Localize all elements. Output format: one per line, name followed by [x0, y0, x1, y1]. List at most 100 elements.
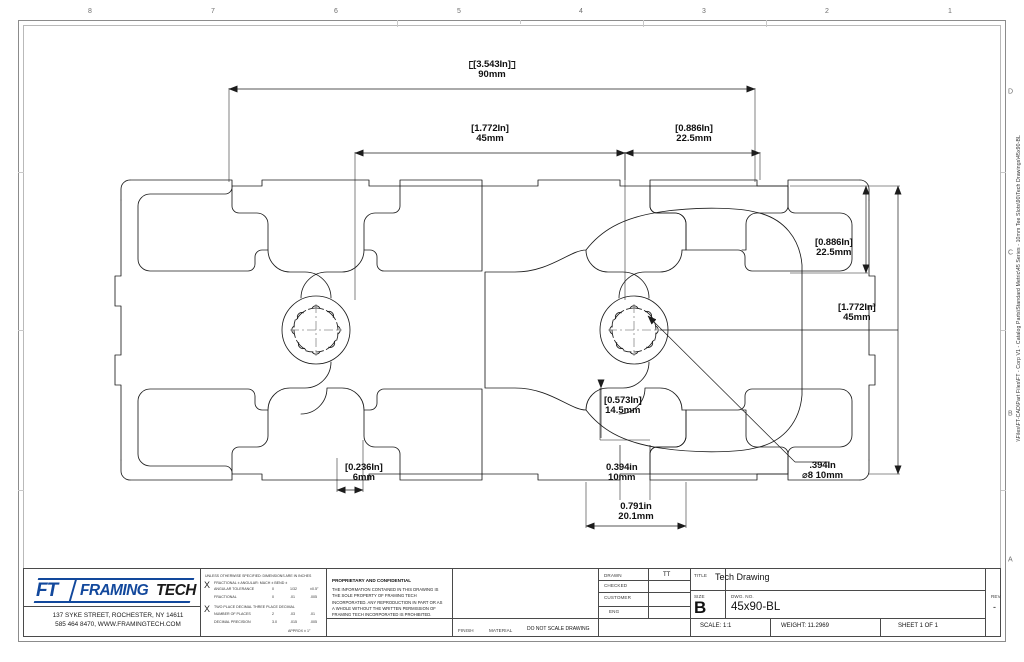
proprietary-title: PROPRIETARY AND CONFIDENTIAL [332, 578, 412, 583]
title-block-divider [23, 606, 200, 607]
border-mark-top-5: 5 [457, 8, 461, 15]
dimension-overall-height: [1.772In] 45mm [838, 302, 876, 324]
border-tick [18, 172, 24, 173]
title-block-divider [200, 568, 201, 637]
logo-framing-text: FRAMING [80, 582, 149, 599]
border-mark-top-2: 2 [825, 8, 829, 15]
border-mark-right-c: C [1008, 249, 1014, 257]
tolerance-row-3-c1: 2 [272, 612, 274, 616]
drawn-label: DRAWN [604, 573, 622, 578]
title-block-divider [326, 618, 598, 619]
logo-bar-bottom [33, 601, 191, 603]
title-label: TITLE [694, 573, 708, 578]
dimension-wall-thickness: [0.236In] 6mm [345, 462, 383, 484]
border-mark-top-7: 7 [211, 8, 215, 15]
border-tick [397, 20, 398, 27]
border-mark-top-6: 6 [334, 8, 338, 15]
company-logo: FT FRAMING TECH [33, 578, 196, 604]
size-value: B [694, 598, 707, 617]
size-label: SIZE [694, 594, 705, 599]
proprietary-body: THE INFORMATION CONTAINED IN THIS DRAWIN… [332, 587, 443, 618]
tolerance-x-mark-2: X [204, 604, 211, 614]
border-tick [18, 490, 24, 491]
file-path-text: \\Files\FT-CAD\Part Files\FT - Corp V1 -… [1016, 135, 1022, 442]
tolerance-row-1-c2: 1/32 [290, 587, 297, 591]
border-tick [1001, 490, 1006, 491]
customer-label: CUSTOMER [604, 595, 632, 600]
tolerance-heading: UNLESS OTHERWISE SPECIFIED: DIMENSIONS A… [205, 574, 312, 578]
border-tick [643, 20, 644, 27]
title-block-divider [598, 618, 985, 619]
border-mark-right-d: D [1008, 88, 1014, 96]
title-block-divider [880, 618, 881, 637]
company-address: 137 SYKE STREET, ROCHESTER, NY 14611 585… [36, 611, 200, 630]
border-mark-right-a: A [1008, 556, 1013, 564]
tolerance-row-2-c3: .005 [310, 595, 317, 599]
dimension-web-height: [0.573In] 14.5mm [604, 395, 642, 417]
tolerance-row-4-c1: 3.0 [272, 620, 277, 624]
title-block-divider [985, 568, 986, 637]
logo-bar-top [37, 578, 195, 580]
border-mark-top-8: 8 [88, 8, 92, 15]
logo-tech-text: TECH [156, 582, 196, 599]
border-tick [520, 20, 521, 24]
title-block-divider [690, 590, 985, 591]
rev-value: - [993, 602, 996, 612]
rev-label: REV [991, 594, 1001, 599]
tolerance-x-mark-1: X [204, 580, 211, 590]
border-tick [18, 330, 24, 331]
dimension-right-quarter: [0.886In] 22.5mm [815, 237, 853, 259]
weight-value: WEIGHT: 11.2969 [781, 623, 829, 629]
title-block-divider [725, 568, 726, 618]
tolerance-group-2-heading: TWO PLACE DECIMAL THREE PLACE DECIMAL [214, 605, 295, 609]
dimension-overall-width: [3.543In] 90mm [469, 59, 515, 81]
title-block-divider [598, 568, 599, 637]
border-tick [1001, 172, 1006, 173]
dimension-slot-width: 0.791in 20.1mm [618, 501, 654, 523]
scale-value: SCALE: 1:1 [700, 623, 732, 629]
tolerance-row-1-c3: ±0.5° [310, 587, 319, 591]
finish-label: FINISH [458, 628, 474, 633]
tolerance-row-1-label: ANGULAR TOLERANCE [214, 587, 255, 591]
address-line-2: 585 464 8470, WWW.FRAMINGTECH.COM [55, 621, 181, 629]
tolerance-row-4-c3: .005 [310, 620, 317, 624]
eng-label: ENG [609, 609, 620, 614]
border-mark-top-1: 1 [948, 8, 952, 15]
title-block-divider [326, 568, 327, 637]
border-tick [1001, 330, 1006, 331]
tolerance-row-1-c1: 0 [272, 587, 274, 591]
sheet-border-outer [18, 20, 1006, 642]
tolerance-row-4-label: DECIMAL PRECISION [214, 620, 251, 624]
title-block-divider [598, 606, 690, 607]
border-mark-right-b: B [1008, 410, 1013, 418]
dwgno-value: 45x90-BL [731, 601, 781, 613]
tolerance-row-4-c2: .015 [290, 620, 297, 624]
checked-label: CHECKED [604, 583, 628, 588]
dimension-bore-diameter: .394In ⌀8 10mm [802, 460, 844, 482]
tolerance-row-3-c3: .01 [310, 612, 315, 616]
dimension-half-width: [1.772In] 45mm [471, 123, 509, 145]
drawn-value: TT [663, 572, 671, 578]
drawing-title: Tech Drawing [715, 572, 770, 582]
tolerance-row-3-label: NUMBER OF PLACES [214, 612, 251, 616]
tolerance-group-1-heading: FRACTIONAL ± ANGULAR: MACH ± BEND ± [214, 581, 288, 585]
tolerance-row-2-c2: .01 [290, 595, 295, 599]
material-label: MATERIAL [489, 628, 513, 633]
border-mark-top-3: 3 [702, 8, 706, 15]
title-block-divider [598, 592, 690, 593]
logo-ft-text: FT [36, 580, 58, 601]
title-block-divider [648, 568, 649, 618]
sheet-value: SHEET 1 OF 1 [898, 623, 938, 629]
title-block-divider [452, 568, 453, 637]
tolerance-row-3-c2: .03 [290, 612, 295, 616]
do-not-scale-note: DO NOT SCALE DRAWING [527, 626, 590, 632]
dimension-quarter-offset: [0.886In] 22.5mm [675, 123, 713, 145]
border-tick [766, 20, 767, 27]
sheet-border-inner [23, 25, 1001, 637]
tolerance-row-2-c1: 0 [272, 595, 274, 599]
title-block-divider [770, 618, 771, 637]
dimension-slot-opening: 0.394in 10mm [606, 462, 638, 484]
dwgno-label: DWG. NO. [731, 594, 754, 599]
address-line-1: 137 SYKE STREET, ROCHESTER, NY 14611 [52, 612, 184, 619]
